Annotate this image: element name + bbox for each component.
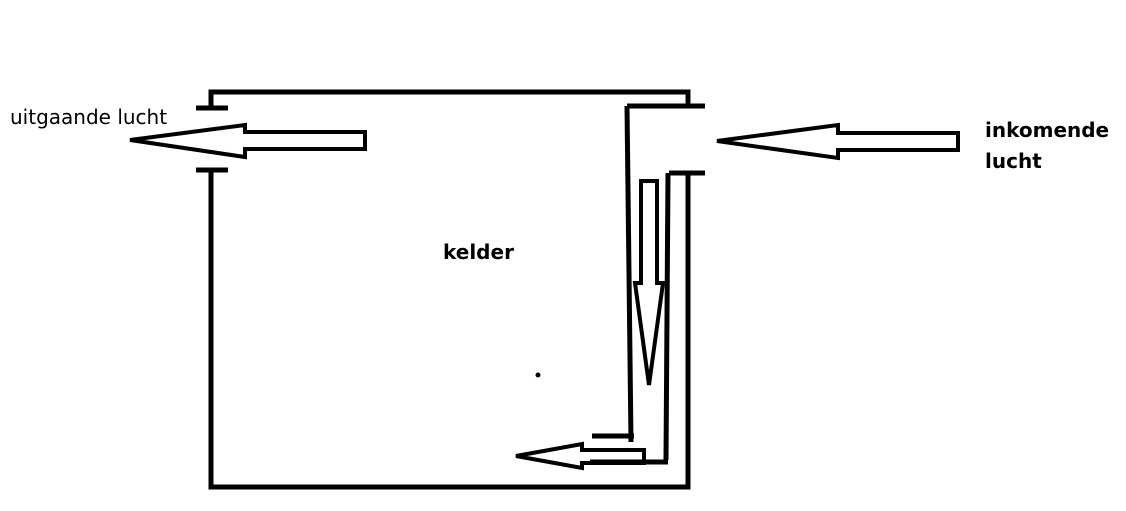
incoming-air-label-line1: inkomende	[985, 118, 1110, 142]
bottom-outlet-arrow	[515, 441, 646, 471]
dot	[535, 372, 541, 378]
down-arrow	[632, 179, 666, 386]
incoming-arrow	[716, 122, 960, 161]
incoming-air-label-line2: lucht	[985, 149, 1042, 173]
intake-duct	[590, 103, 705, 465]
basement-label: kelder	[443, 240, 514, 264]
outgoing-arrow	[129, 122, 367, 160]
outgoing-air-label: uitgaande lucht	[10, 105, 168, 129]
basement-walls	[196, 89, 691, 490]
